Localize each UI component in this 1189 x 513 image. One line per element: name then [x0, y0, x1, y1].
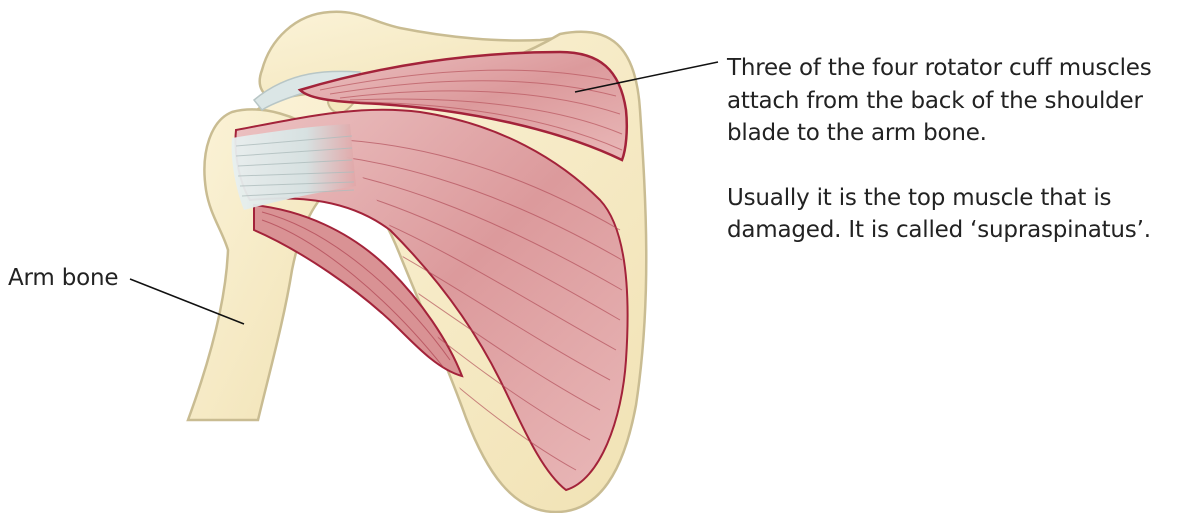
callout-line: damaged. It is called ‘supraspinatus’. [727, 214, 1182, 247]
callout-line: blade to the arm bone. [727, 117, 1182, 150]
rotator-cuff-callout: Three of the four rotator cuff muscles a… [727, 52, 1182, 247]
callout-line: attach from the back of the shoulder [727, 85, 1182, 118]
callout-line: Usually it is the top muscle that is [727, 182, 1182, 215]
arm-bone-label: Arm bone [8, 262, 118, 294]
callout-line: Three of the four rotator cuff muscles [727, 52, 1182, 85]
